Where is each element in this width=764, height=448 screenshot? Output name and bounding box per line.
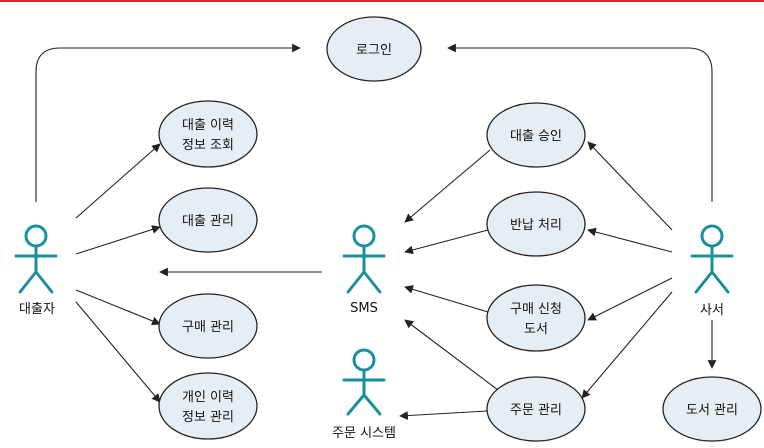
edge-borrower-login: [35, 43, 301, 202]
use-case-label: 대출 관리: [182, 214, 234, 229]
actor-librarian[interactable]: 사서: [690, 224, 734, 318]
edge-order-manage-order-system: [399, 410, 488, 420]
actor-label: SMS: [350, 301, 378, 316]
edge-borrower-purchase-manage: [75, 289, 161, 326]
edge-borrower-loan-history: [75, 143, 161, 219]
use-case-label: 도서: [524, 322, 548, 337]
edge-order-manage-sms: [404, 319, 499, 391]
edge-borrower-personal-history: [75, 301, 161, 403]
stick-figure-icon: [690, 224, 734, 294]
use-case-label: 개인 이력: [182, 390, 234, 405]
actor-label: 대출자: [19, 302, 55, 317]
use-case-purchase-manage[interactable]: 구매 관리: [158, 293, 258, 359]
use-case-label: 구매 신청: [510, 302, 562, 317]
use-case-personal-history[interactable]: 개인 이력 정보 관리: [158, 372, 258, 440]
actor-borrower[interactable]: 대출자: [14, 224, 58, 317]
edge-return-sms: [404, 229, 489, 255]
use-case-label: 대출 이력: [182, 118, 234, 133]
actor-label: 사서: [700, 303, 724, 318]
use-case-label: 반납 처리: [510, 218, 562, 233]
use-case-loan-approve[interactable]: 대출 승인: [486, 102, 586, 168]
use-case-label: 정보 조회: [182, 138, 234, 153]
edge-librarian-return: [587, 227, 673, 253]
use-case-label: 도서 관리: [686, 403, 738, 418]
actor-order-system[interactable]: 주문 시스템: [332, 348, 396, 441]
edge-librarian-login: [447, 43, 713, 202]
edge-purchase-request-sms: [404, 285, 489, 313]
actor-sms[interactable]: SMS: [342, 224, 386, 316]
use-case-label: 로그인: [356, 43, 392, 58]
stick-figure-icon: [342, 224, 386, 294]
edge-librarian-purchase-request: [587, 277, 673, 321]
stick-figure-icon: [14, 224, 58, 294]
use-case-order-manage[interactable]: 주문 관리: [486, 376, 586, 442]
edges: [35, 43, 717, 420]
stick-figure-icon: [342, 348, 386, 416]
use-case-login[interactable]: 로그인: [326, 16, 422, 82]
use-case-return-process[interactable]: 반납 처리: [486, 191, 586, 257]
edge-borrower-loan-manage: [75, 225, 161, 255]
actor-label: 주문 시스템: [332, 426, 396, 441]
use-case-label: 구매 관리: [182, 320, 234, 335]
use-case-loan-manage[interactable]: 대출 관리: [158, 187, 258, 253]
edge-loan-approve-sms: [404, 149, 491, 223]
use-case-label: 주문 관리: [510, 403, 562, 418]
use-case-purchase-request[interactable]: 구매 신청 도서: [486, 284, 586, 352]
use-case-label: 대출 승인: [510, 129, 562, 144]
use-case-label: 정보 관리: [182, 410, 234, 425]
use-case-book-manage[interactable]: 도서 관리: [662, 376, 762, 442]
edge-librarian-order-manage: [581, 291, 673, 399]
edge-librarian-loan-approve: [587, 141, 673, 231]
use-case-loan-history[interactable]: 대출 이력 정보 조회: [158, 100, 258, 168]
